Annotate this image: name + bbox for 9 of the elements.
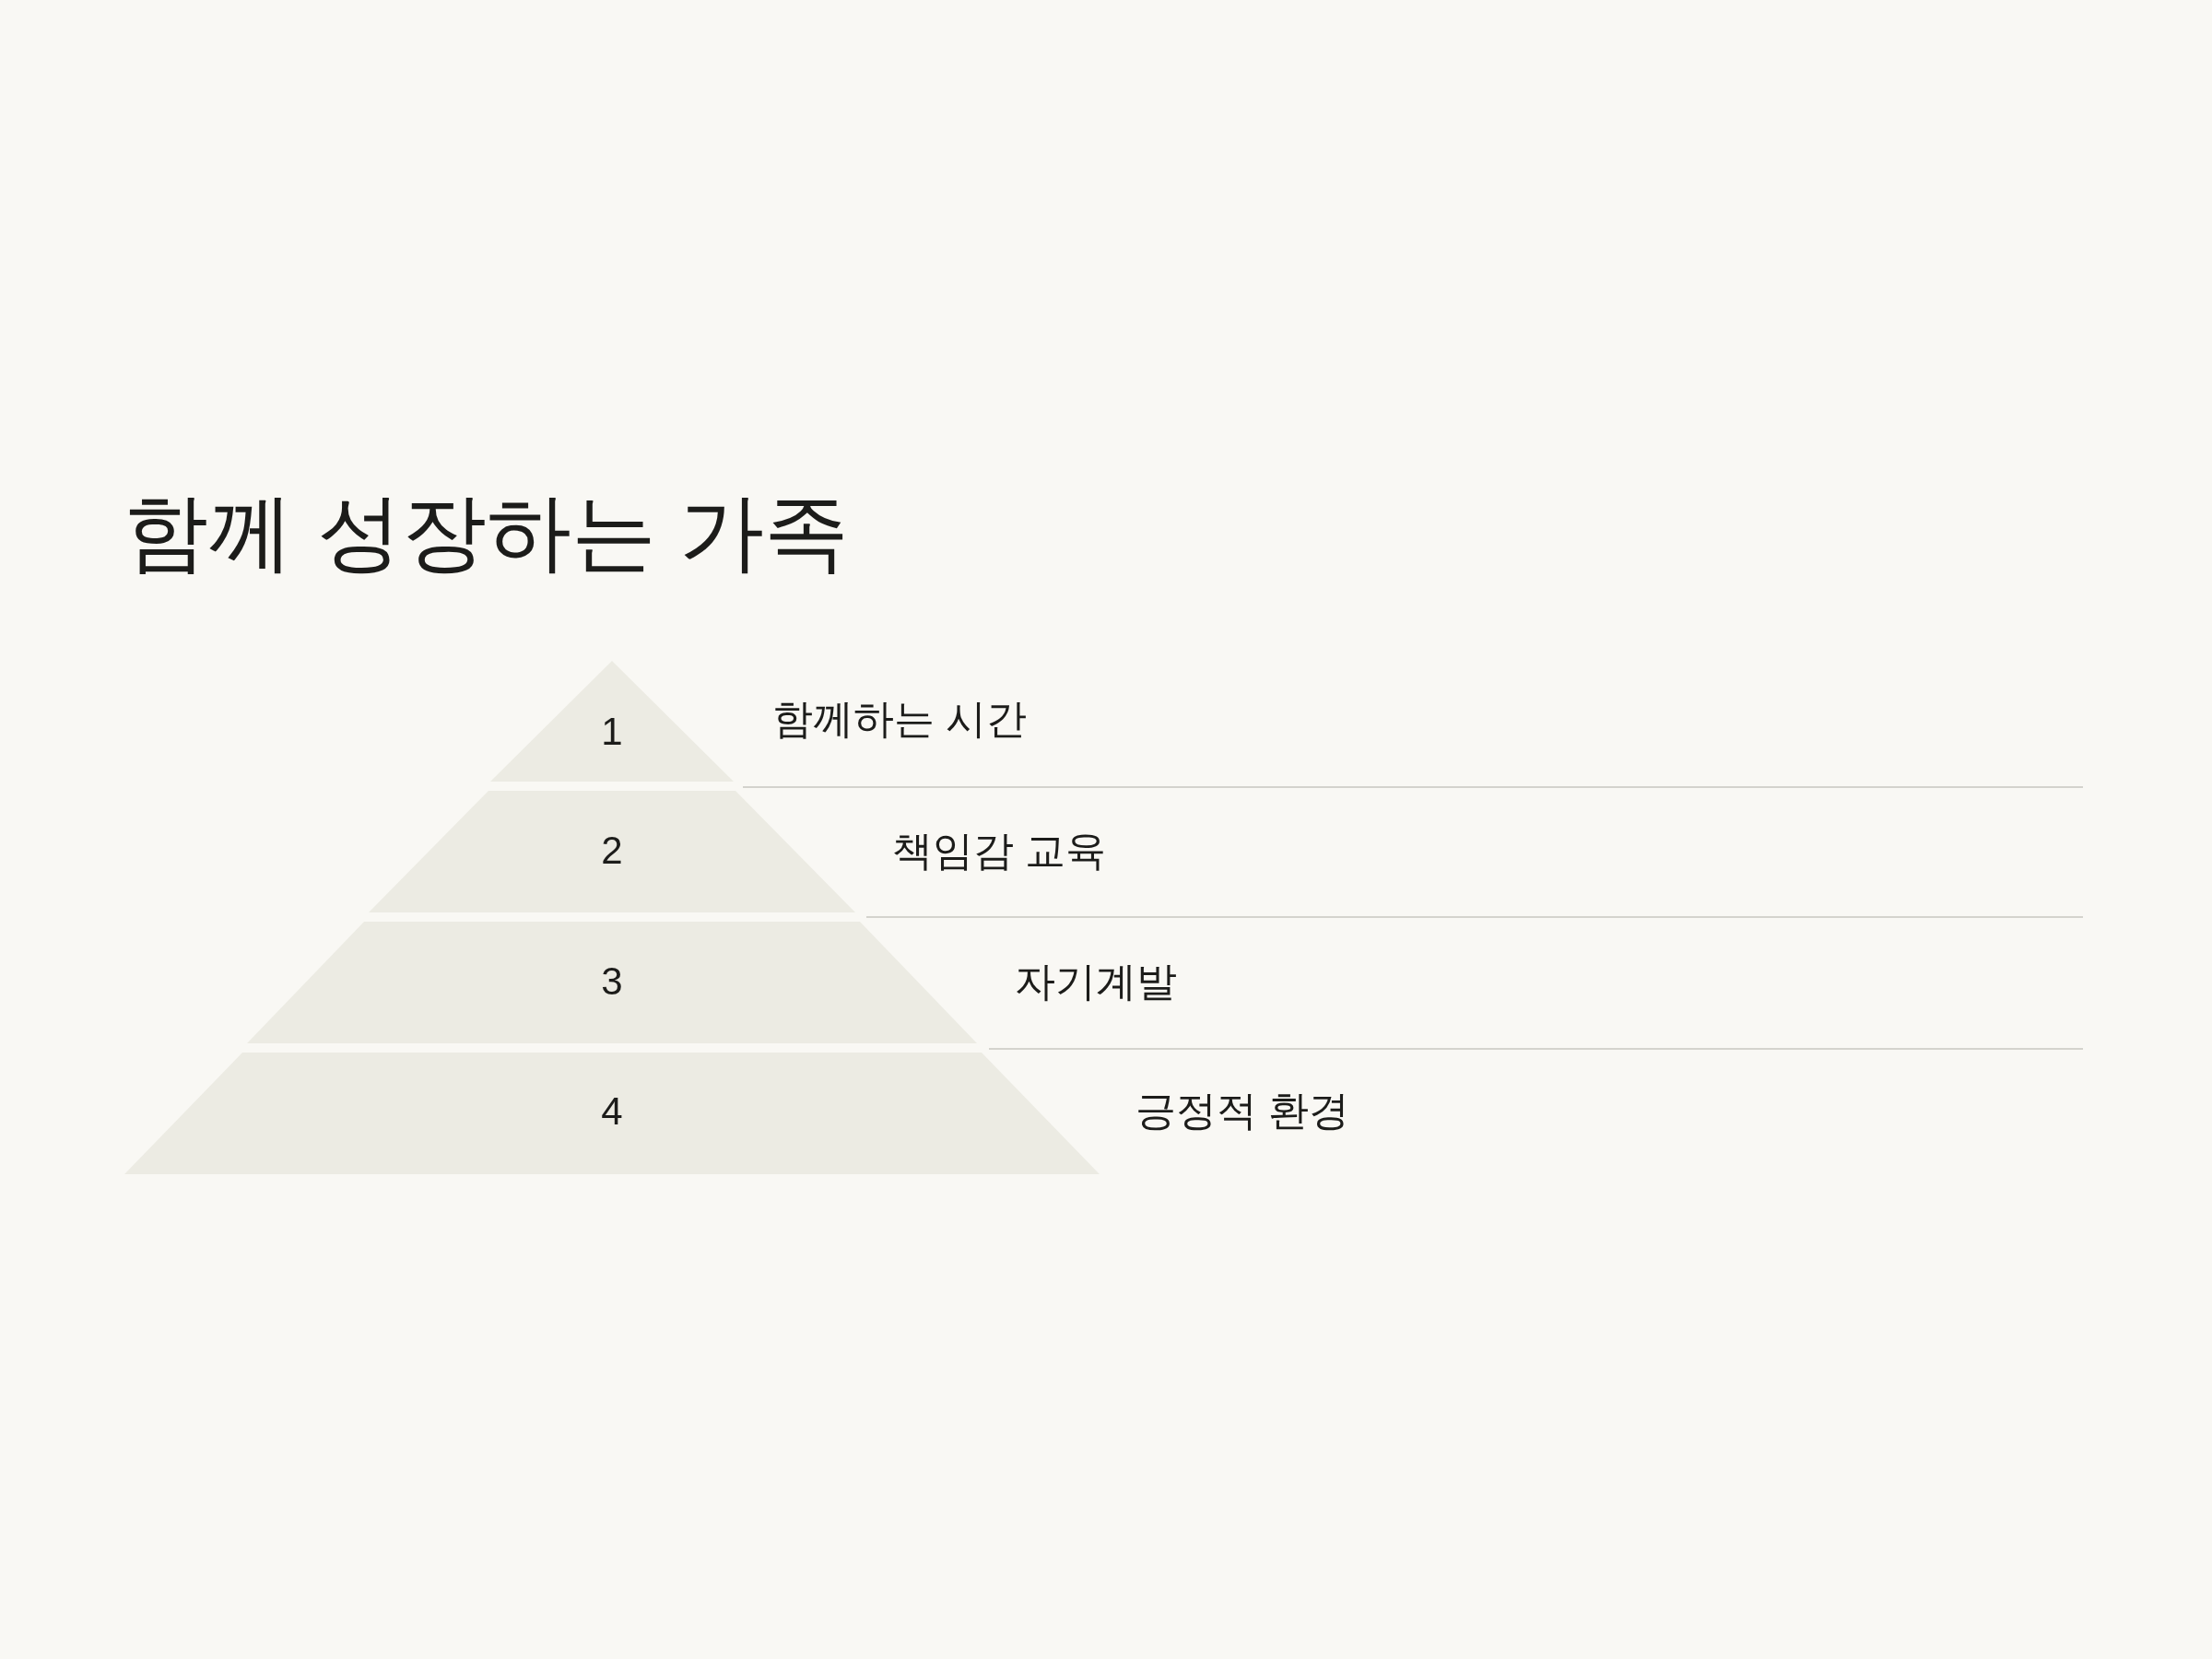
tier-label: 책임감 교육 <box>892 826 1107 875</box>
tier-number: 2 <box>601 831 623 870</box>
tier-number: 1 <box>601 712 623 751</box>
tier-label: 자기계발 <box>1015 957 1177 1006</box>
tier-number: 3 <box>601 962 623 1001</box>
tier-label: 긍정적 환경 <box>1135 1086 1350 1135</box>
title: 함께 성장하는 가족 <box>124 484 850 581</box>
tier-number: 4 <box>601 1092 623 1131</box>
tier-label: 함께하는 시간 <box>772 694 1028 743</box>
